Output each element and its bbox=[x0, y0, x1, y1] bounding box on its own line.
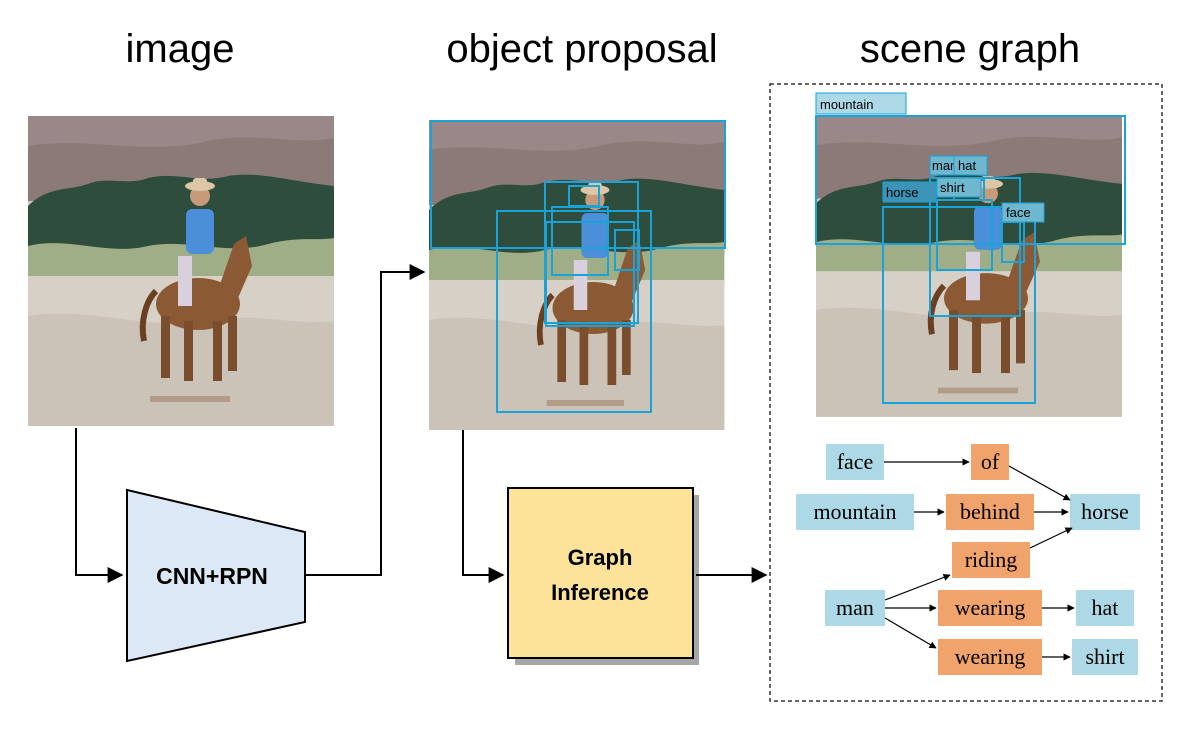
box-label-hat: hat bbox=[953, 155, 988, 176]
proposal-boxes bbox=[430, 120, 726, 413]
graph-node-face: face bbox=[826, 444, 884, 480]
svg-text:hat: hat bbox=[1092, 595, 1119, 620]
svg-text:of: of bbox=[981, 449, 1000, 474]
cnn-rpn-block: CNN+RPN bbox=[126, 488, 306, 663]
svg-text:man: man bbox=[836, 595, 874, 620]
svg-text:face: face bbox=[1006, 205, 1031, 220]
graph-node-behind: behind bbox=[946, 494, 1034, 530]
box-label-shirt: shirt bbox=[936, 177, 982, 198]
scene-graph-image: mountain man hat shirt horse face bbox=[815, 92, 1126, 417]
input-image bbox=[28, 116, 334, 426]
svg-text:shirt: shirt bbox=[940, 180, 965, 195]
svg-text:horse: horse bbox=[886, 185, 919, 200]
graph-node-hat: hat bbox=[1076, 590, 1134, 626]
graph-inference-block: Graph Inference bbox=[507, 487, 699, 665]
svg-text:man: man bbox=[932, 158, 957, 173]
svg-text:wearing: wearing bbox=[955, 644, 1026, 669]
svg-text:riding: riding bbox=[965, 547, 1018, 572]
box-label-horse: horse bbox=[882, 181, 937, 203]
graph-node-mountain: mountain bbox=[796, 494, 914, 530]
scene-graph-frame bbox=[769, 83, 1163, 702]
svg-text:shirt: shirt bbox=[1085, 644, 1124, 669]
svg-text:Inference: Inference bbox=[551, 580, 649, 605]
graph-node-horse: horse bbox=[1070, 494, 1140, 530]
graph-node-of: of bbox=[971, 444, 1009, 480]
svg-text:mountain: mountain bbox=[813, 499, 896, 524]
header-object-proposal: object proposal bbox=[446, 27, 717, 71]
header-scene-graph: scene graph bbox=[860, 27, 1080, 71]
box-label-mountain: mountain bbox=[815, 92, 907, 115]
box-label-face: face bbox=[1001, 202, 1045, 223]
box-label-man: man bbox=[929, 155, 961, 176]
svg-text:CNN+RPN: CNN+RPN bbox=[156, 563, 268, 589]
svg-text:hat: hat bbox=[958, 158, 976, 173]
proposal-image bbox=[429, 120, 725, 430]
header-image: image bbox=[126, 27, 235, 71]
graph-edges bbox=[884, 458, 1075, 661]
svg-text:wearing: wearing bbox=[955, 595, 1026, 620]
graph-node-shirt: shirt bbox=[1072, 639, 1138, 675]
svg-text:Graph: Graph bbox=[568, 545, 633, 570]
pipeline-arrows bbox=[75, 264, 768, 583]
graph-node-man: man bbox=[825, 590, 885, 626]
graph-node-wearing-1: wearing bbox=[938, 590, 1042, 626]
svg-text:horse: horse bbox=[1081, 499, 1129, 524]
svg-text:face: face bbox=[837, 449, 874, 474]
svg-text:mountain: mountain bbox=[820, 97, 873, 112]
graph-node-riding: riding bbox=[952, 542, 1030, 578]
svg-text:behind: behind bbox=[960, 499, 1020, 524]
graph-node-wearing-2: wearing bbox=[938, 639, 1042, 675]
